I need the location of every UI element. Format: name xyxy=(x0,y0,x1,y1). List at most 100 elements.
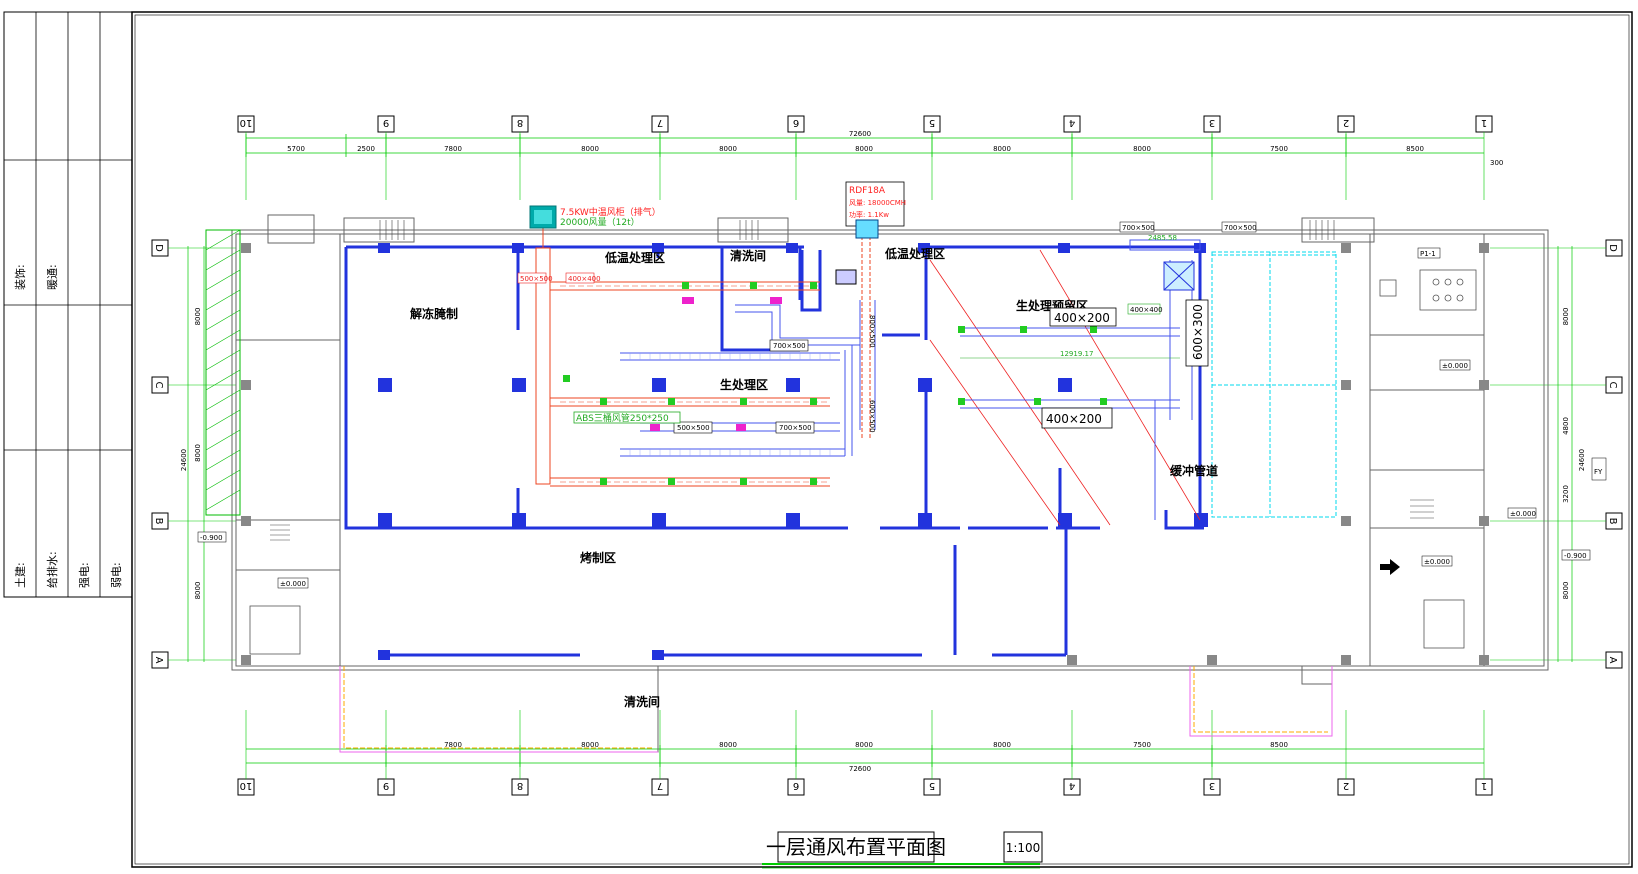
column xyxy=(1479,516,1489,526)
tag-top-r1: 700×500 xyxy=(1122,224,1155,232)
axis-bubble-D: D xyxy=(1605,239,1623,257)
axis-bubbles-right: D C B A xyxy=(1490,239,1623,669)
dim-left-total: 24600 xyxy=(180,449,188,471)
axis-label: 4 xyxy=(1069,117,1075,128)
level-3: ±0.000 xyxy=(1424,558,1450,566)
dim-right-seg: 8000 xyxy=(1562,582,1570,600)
dim-top-seg: 8000 xyxy=(855,145,873,153)
axis-bubble-C: C xyxy=(151,376,169,394)
level-4: -0.900 xyxy=(200,534,223,542)
rdf-power: 功率: 1.1Kw xyxy=(849,210,889,219)
axis-bubble-7: 7 xyxy=(651,778,669,796)
axis-label: B xyxy=(153,518,164,525)
supply-duct-hatch xyxy=(629,353,831,456)
axis-label: D xyxy=(153,244,164,252)
room-raw: 生处理区 xyxy=(720,377,768,392)
duct-tags: 500×500 400×400 700×500 500×500 700×500 … xyxy=(517,221,1257,434)
tag-big3: 600×300 xyxy=(1191,304,1205,360)
column xyxy=(241,655,251,665)
axis-label: 9 xyxy=(383,780,389,791)
abs-duct-label: ABS三桶风管250*250 xyxy=(573,411,681,424)
axis-bubble-10: 10 xyxy=(237,778,255,796)
column xyxy=(241,380,251,390)
room-thaw: 解冻腌制 xyxy=(410,306,458,321)
dim-right-seg: 4800 xyxy=(1562,417,1570,435)
dim-bottom-seg: 8000 xyxy=(581,741,599,749)
dim-left-seg: 8000 xyxy=(194,444,202,462)
axis-bubble-A: A xyxy=(1605,651,1623,669)
dim-bottom-seg: 8000 xyxy=(719,741,737,749)
axis-label: 2 xyxy=(1343,780,1349,791)
axis-label: B xyxy=(1607,518,1618,525)
tag-p1: P1-1 xyxy=(1420,250,1436,258)
dim-bottom-seg: 8000 xyxy=(855,741,873,749)
axis-label: 6 xyxy=(793,780,799,791)
dim-bottom-seg: 7800 xyxy=(444,741,462,749)
tag-d8: 400×400 xyxy=(1130,306,1163,314)
axis-bubble-9: 9 xyxy=(377,778,395,796)
dim-top-seg: 8500 xyxy=(1406,145,1424,153)
column xyxy=(1479,655,1489,665)
dim-top-seg: 7500 xyxy=(1270,145,1288,153)
axis-label: 7 xyxy=(657,780,663,791)
dim-bottom-seg: 7500 xyxy=(1133,741,1151,749)
axis-bubble-C: C xyxy=(1605,376,1623,394)
axis-bubble-8: 8 xyxy=(511,778,529,796)
axis-label: 1 xyxy=(1481,780,1487,791)
columns xyxy=(241,243,1489,665)
axis-bubble-D: D xyxy=(151,239,169,257)
dim-bottom-total: 72600 xyxy=(849,765,871,773)
dim-top-seg: 7800 xyxy=(444,145,462,153)
duct-fittings xyxy=(650,297,782,431)
dim-top-seg: 2500 xyxy=(357,145,375,153)
tag-big1: 400×200 xyxy=(1054,311,1110,325)
axis-bubble-4: 4 xyxy=(1063,778,1081,796)
tag-d1: 500×500 xyxy=(520,275,553,283)
title-block-hvac: 暖通: xyxy=(46,264,59,290)
column xyxy=(1207,655,1217,665)
unit-left-label-line1: 7.5KW中温风柜（排气） xyxy=(560,206,661,218)
dim-left-seg: 8000 xyxy=(194,308,202,326)
title-block-lowvolt: 弱电: xyxy=(110,562,123,588)
title-block: 装饰: 暖通: 土建: 给排水: 强电: 弱电: xyxy=(3,11,133,598)
dim-bottom-seg: 8000 xyxy=(993,741,1011,749)
tag-top-dim: 2485.58 xyxy=(1148,234,1177,242)
blue-walls xyxy=(344,245,1204,657)
axis-label: C xyxy=(1607,382,1618,389)
dim-right-seg: 8000 xyxy=(1562,308,1570,326)
axis-label: 1 xyxy=(1481,117,1487,128)
column xyxy=(1067,655,1077,665)
column xyxy=(1341,243,1351,253)
level-markers: ±0.000 ±0.000 ±0.000 -0.900 -0.900 ±0.00… xyxy=(197,359,1591,589)
column xyxy=(1341,516,1351,526)
cyan-area xyxy=(1211,251,1337,518)
axis-label: 5 xyxy=(929,117,935,128)
blue-columns xyxy=(378,243,1208,660)
title-block-power: 强电: xyxy=(78,562,91,588)
dim-right-seg: 3200 xyxy=(1562,485,1570,503)
column xyxy=(241,243,251,253)
rdf-air: 风量: 18000CMH xyxy=(849,199,906,207)
unit-left-label-line2: 20000风量（12t） xyxy=(560,217,640,228)
axis-bubble-5: 5 xyxy=(923,115,941,133)
axis-label: D xyxy=(1607,244,1618,252)
hatch-strip xyxy=(205,229,241,516)
dim-top-seg: 8000 xyxy=(1133,145,1151,153)
room-wash-small: 清洗间 xyxy=(730,248,766,263)
axis-bubble-3: 3 xyxy=(1203,115,1221,133)
axis-label: 9 xyxy=(383,117,389,128)
title-text: 一层通风布置平面图 xyxy=(766,835,946,859)
axis-label: 10 xyxy=(240,117,253,128)
tag-mid-dim: 12919.17 xyxy=(1060,350,1093,358)
axis-bubble-5: 5 xyxy=(923,778,941,796)
axis-label: 3 xyxy=(1209,780,1215,791)
level-6: ±0.000 xyxy=(1510,510,1536,518)
axis-label: 7 xyxy=(657,117,663,128)
tag-d6: 800×500 xyxy=(868,315,876,348)
axis-label: 2 xyxy=(1343,117,1349,128)
drawing-title: 一层通风布置平面图 1:100 xyxy=(762,831,1043,869)
sheet-frame xyxy=(131,11,1633,868)
tag-top-r2: 700×500 xyxy=(1224,224,1257,232)
